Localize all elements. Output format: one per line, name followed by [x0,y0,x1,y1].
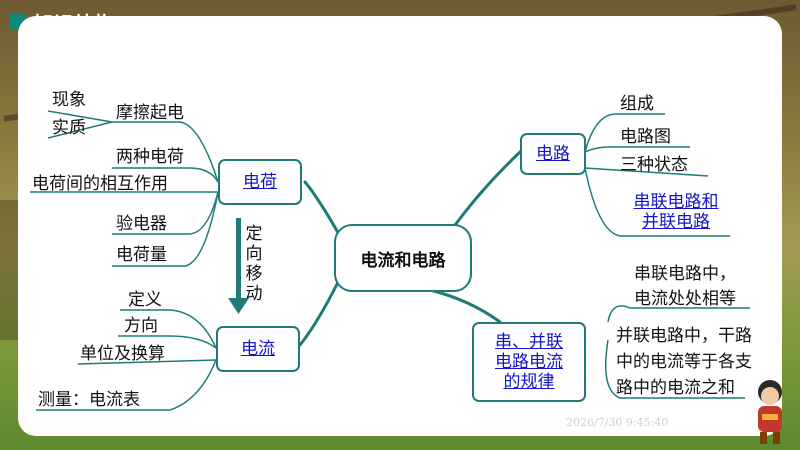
units-label: 单位及换算 [80,344,165,364]
circuit-link[interactable]: 电路 [536,144,570,164]
three-states-label: 三种状态 [620,155,688,175]
parallel-rule-line3: 路中的电流之和 [616,378,735,398]
measure-label: 测量：电流表 [38,390,140,410]
rules-link-line3[interactable]: 的规律 [503,372,555,392]
rules-link-line2[interactable]: 电路电流 [495,352,563,372]
charge-node[interactable]: 电荷 [218,159,302,205]
current-link[interactable]: 电流 [241,339,275,359]
essence-label: 实质 [52,118,86,138]
directional-movement-label: 定向移动 [245,224,263,304]
rules-node[interactable]: 串、并联 电路电流 的规律 [472,322,586,402]
direction-label: 方向 [124,316,158,336]
timestamp: 2026/7/30 9:45:40 [566,416,669,429]
series-parallel-link-line1[interactable]: 串联电路和 [633,192,719,212]
interaction-label: 电荷间的相互作用 [32,174,168,194]
charge-quantity-label: 电荷量 [116,245,167,265]
rules-link-line1[interactable]: 串、并联 [495,332,563,352]
charge-link[interactable]: 电荷 [243,172,277,192]
cartoon-character-icon [758,380,782,444]
center-node-label: 电流和电路 [360,250,446,271]
parallel-rule-line1: 并联电路中，干路 [616,326,752,346]
electroscope-label: 验电器 [116,214,167,234]
composition-label: 组成 [620,94,654,114]
two-kinds-label: 两种电荷 [116,147,184,167]
rubbing-label: 摩擦起电 [116,103,184,123]
circuit-diagram-label: 电路图 [620,127,671,147]
phenomenon-label: 现象 [52,90,86,110]
series-rule-line2: 电流处处相等 [634,289,736,309]
current-node[interactable]: 电流 [216,326,300,372]
parallel-rule-line2: 中的电流等于各支 [616,352,752,372]
series-rule-line1: 串联电路中， [634,264,736,284]
center-node: 电流和电路 [334,224,472,292]
circuit-node[interactable]: 电路 [520,133,586,175]
series-parallel-link-wrap[interactable]: 串联电路和 并联电路 [624,192,728,232]
series-parallel-link-line2[interactable]: 并联电路 [642,212,710,232]
definition-label: 定义 [128,290,162,310]
